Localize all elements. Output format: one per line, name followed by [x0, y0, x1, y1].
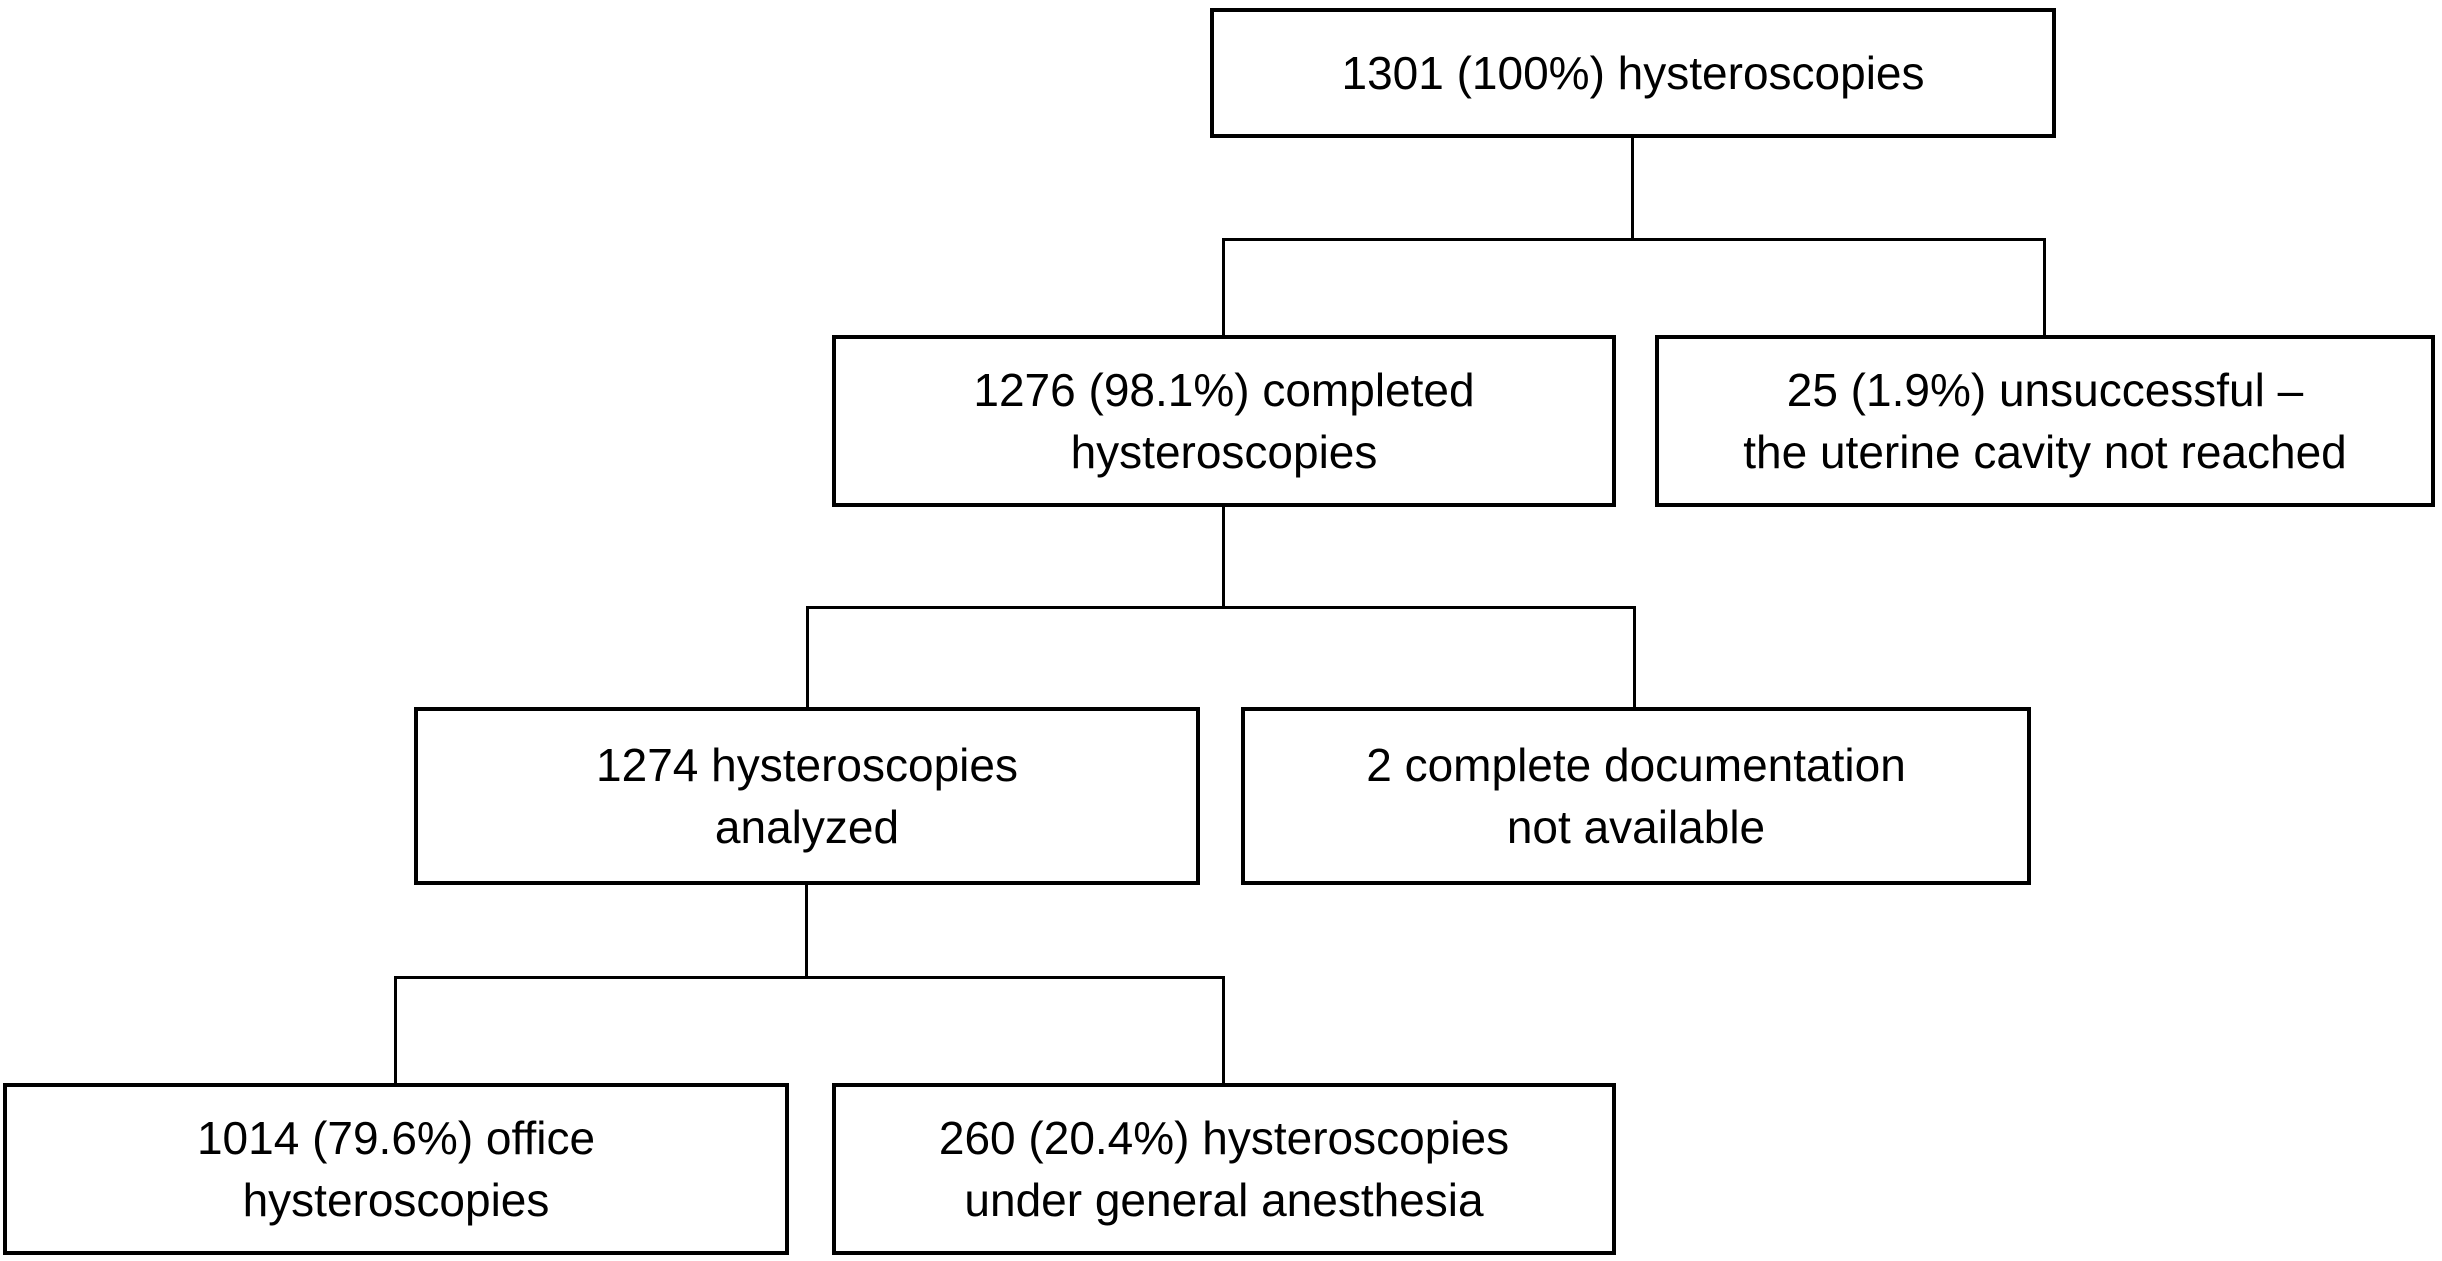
connector-total-branch-bar: [1222, 238, 2046, 241]
connector-drop-to-analyzed: [806, 606, 809, 707]
flow-node-label: 1014 (79.6%) office hysteroscopies: [196, 1111, 596, 1226]
flow-node-label: 260 (20.4%) hysteroscopies under general…: [938, 1111, 1510, 1226]
flow-node-label: 1274 hysteroscopies analyzed: [596, 738, 1018, 853]
connector-drop-to-office: [394, 976, 397, 1083]
connector-completed-branch-bar: [806, 606, 1636, 609]
connector-total-stem: [1631, 138, 1634, 238]
flow-node-documentation-not-available: 2 complete documentation not available: [1241, 707, 2031, 885]
connector-drop-to-unsuccessful: [2043, 238, 2046, 335]
flow-node-label: 1276 (98.1%) completed hysteroscopies: [973, 363, 1475, 478]
flow-node-completed-hysteroscopies: 1276 (98.1%) completed hysteroscopies: [832, 335, 1616, 507]
connector-analyzed-branch-bar: [394, 976, 1224, 979]
connector-drop-to-documentation: [1633, 606, 1636, 707]
flow-node-label: 2 complete documentation not available: [1366, 738, 1906, 853]
flow-node-unsuccessful-cavity-not-reached: 25 (1.9%) unsuccessful – the uterine cav…: [1655, 335, 2435, 507]
connector-analyzed-stem: [805, 885, 808, 976]
connector-drop-to-anesthesia: [1222, 976, 1225, 1083]
flow-node-total-hysteroscopies: 1301 (100%) hysteroscopies: [1210, 8, 2056, 138]
connector-drop-to-completed: [1222, 238, 1225, 335]
flow-node-hysteroscopies-analyzed: 1274 hysteroscopies analyzed: [414, 707, 1200, 885]
flow-node-office-hysteroscopies: 1014 (79.6%) office hysteroscopies: [3, 1083, 789, 1255]
flow-node-label: 1301 (100%) hysteroscopies: [1341, 46, 1925, 99]
flow-node-general-anesthesia-hysteroscopies: 260 (20.4%) hysteroscopies under general…: [832, 1083, 1616, 1255]
connector-completed-stem: [1222, 507, 1225, 606]
flow-node-label: 25 (1.9%) unsuccessful – the uterine cav…: [1743, 363, 2347, 478]
